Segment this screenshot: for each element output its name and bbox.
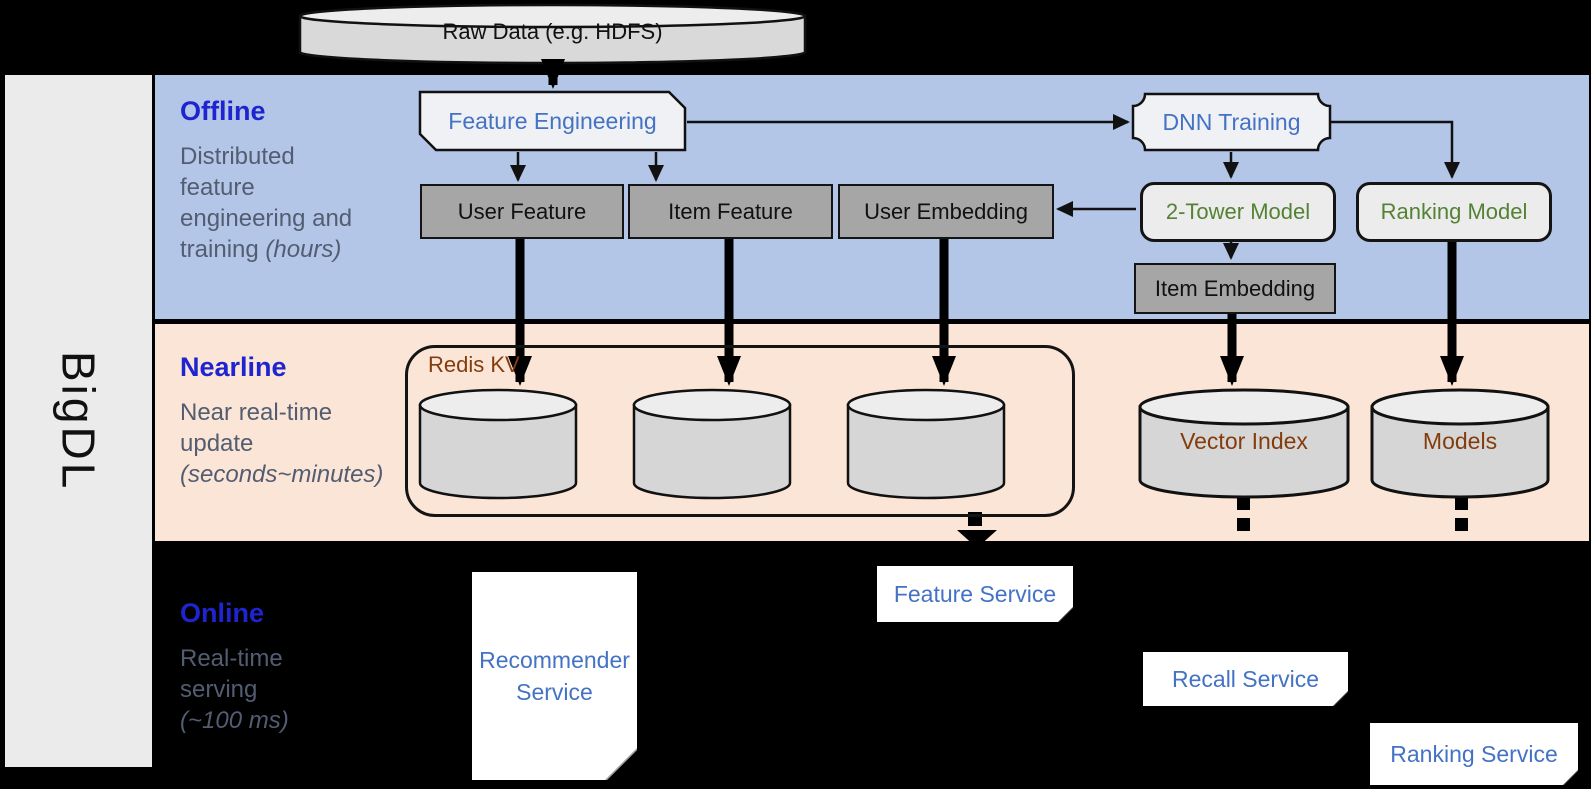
nearline-title: Nearline [180,352,287,382]
recall-service-node: Recall Service [1143,652,1348,706]
redis-kv-container [405,345,1075,517]
offline-title: Offline [180,96,266,126]
thin-arrows [510,114,1460,260]
feature-service-node: Feature Service [877,566,1073,622]
online-lane-label: Online Real-time serving (~100 ms) [180,598,420,736]
recommender-service-node: Recommender Service [472,572,637,780]
item-embedding-node: Item Embedding [1134,263,1336,314]
ranking-model-node: Ranking Model [1356,182,1552,242]
models-cylinder [1370,388,1550,499]
dnn-training-shape [1131,92,1332,152]
two-tower-model-node: 2-Tower Model [1140,182,1336,242]
bigdl-sidebar: BigDL [5,75,152,767]
nearline-lane-label: Nearline Near real-time update (seconds~… [180,352,420,490]
ranking-service-node: Ranking Service [1370,723,1578,785]
item-feature-node: Item Feature [628,184,833,239]
user-embedding-node: User Embedding [838,184,1054,239]
brand-label: BigDL [52,350,105,492]
raw-data-cylinder [298,3,807,65]
feature-engineering-shape [418,90,687,152]
thick-arrows [508,59,1464,386]
vector-index-cylinder [1138,388,1350,499]
user-feature-node: User Feature [420,184,624,239]
offline-lane-label: Offline Distributed feature engineering … [180,96,420,265]
redis-kv-label: Redis KV [428,352,520,377]
online-title: Online [180,598,265,628]
